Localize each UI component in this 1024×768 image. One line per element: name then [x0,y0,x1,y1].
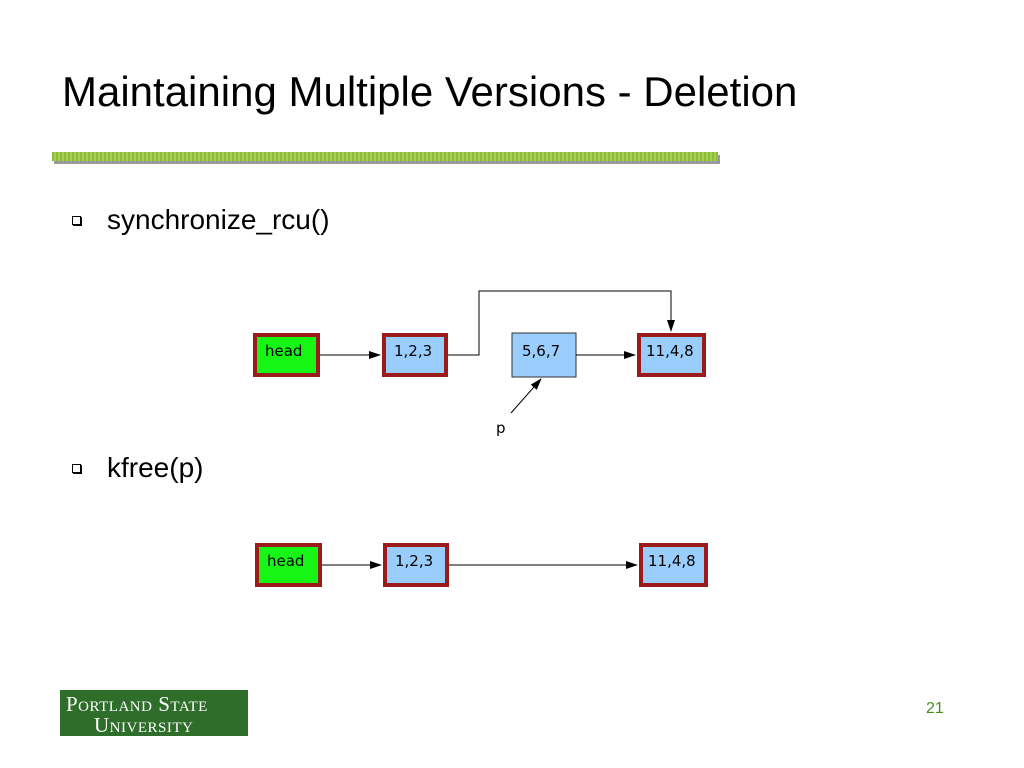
slide-title: Maintaining Multiple Versions - Deletion [62,68,798,115]
bullet-text: kfree(p) [107,452,204,483]
page-number: 21 [926,700,944,717]
node-11-4-8 [643,547,704,583]
arrow-bypass-link [448,290,675,356]
node-label: 11,4,8 [648,552,696,570]
node-label: 1,2,3 [394,342,432,360]
node-5-6-7-removed [511,332,577,378]
node-label: 1,2,3 [395,552,433,570]
bullet-text: synchronize_rcu() [107,204,330,235]
node-1-2-3 [386,337,444,373]
bullet-item-2: kfree(p) [72,452,203,484]
arrow-pointer-p [510,378,542,414]
node-label: 11,4,8 [646,342,694,360]
node-1-2-3 [387,547,445,583]
square-bullet-icon [72,215,81,225]
portland-state-logo: Portland State University [60,690,248,736]
diagram-before-free: head 1,2,3 5,6,7 11,4,8 p [253,290,706,437]
head-node [257,337,316,373]
logo-line-1: Portland State [66,692,208,716]
node-label: head [267,552,304,570]
square-bullet-icon [72,463,81,473]
head-node [259,547,318,583]
diagram-after-free: head 1,2,3 11,4,8 [255,543,708,587]
logo-line-2: University [94,713,194,737]
pointer-label: p [496,419,506,437]
node-label: 5,6,7 [522,342,560,360]
node-label: head [265,342,302,360]
bullet-item-1: synchronize_rcu() [72,204,330,236]
title-divider [52,152,718,161]
node-11-4-8 [641,337,702,373]
